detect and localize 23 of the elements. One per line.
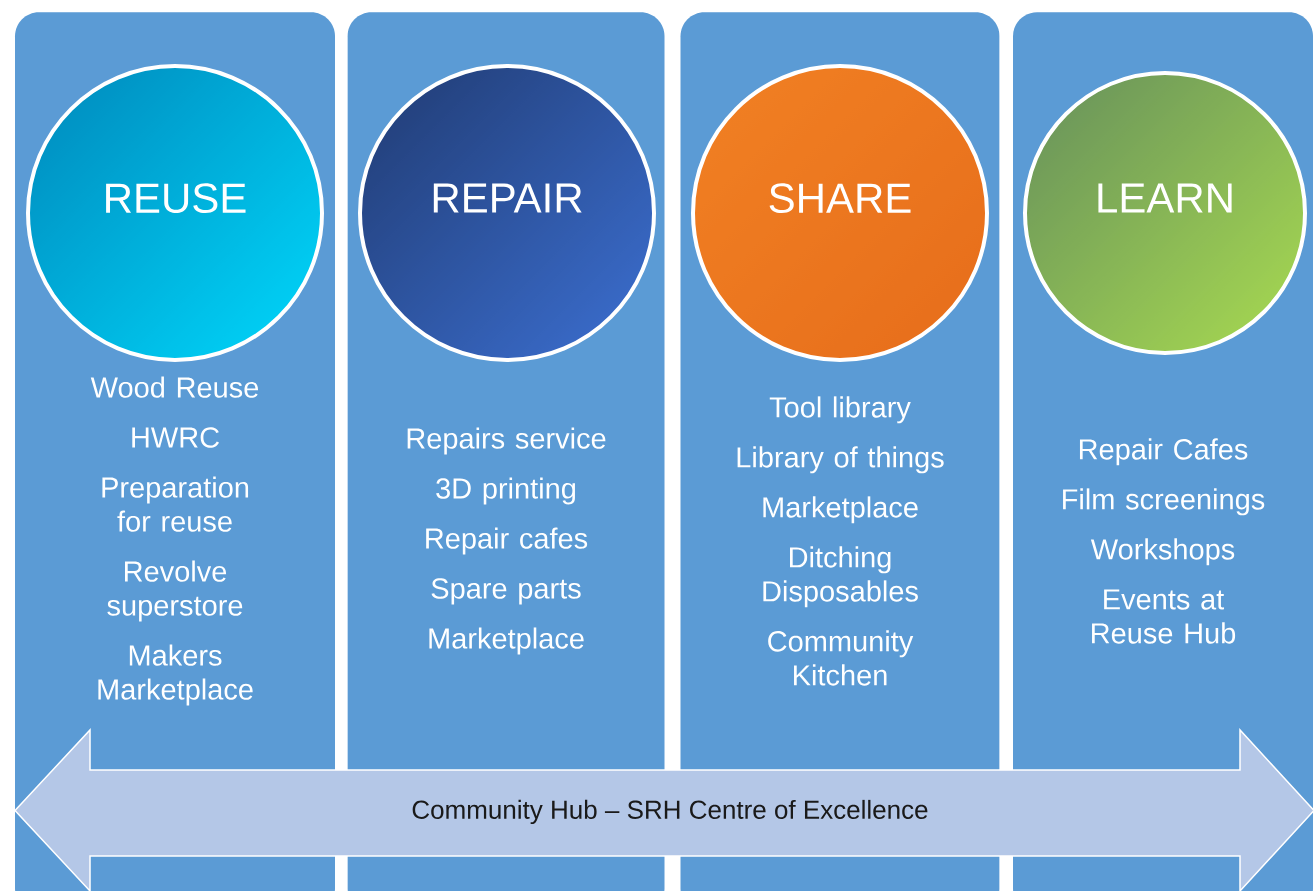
node-label: Repairs service [407, 427, 606, 455]
node-label: Wood Reuse [90, 376, 259, 398]
node-label: Preparation for reuse [102, 476, 249, 532]
node-label: Repair Cafes [1079, 438, 1248, 466]
node-label: 3D printing [436, 477, 576, 505]
item-list: Wood Reuse HWRC Preparation for reuse Revolve superstore Makers Marketplace [90, 376, 259, 706]
node-label: Events at Reuse Hub [1092, 589, 1236, 644]
node-label: Ditching Disposables [763, 546, 918, 608]
node-label: Spare parts [431, 578, 581, 605]
node-label: HWRC [132, 427, 219, 448]
node-label: Marketplace [429, 627, 584, 655]
node-label: Repair cafes [426, 527, 588, 555]
item-list: Tool library Library of things Marketplace Ditching Disposables Community Kitchen [737, 396, 944, 686]
node-label: Film screenings [1063, 488, 1265, 516]
node-label: Marketplace [763, 496, 918, 524]
node-label: Library of things [737, 446, 944, 474]
item-list: Repairs service 3D printing Repair cafes Spare parts Marketplace [407, 427, 606, 655]
node-label: Revolve superstore [107, 560, 243, 622]
node-label: Tool library [769, 396, 911, 424]
node-label: Workshops [1090, 538, 1235, 566]
item-list: Repair Cafes Film screenings Workshops Events at Reuse Hub [1063, 438, 1265, 644]
node-label: Community Kitchen [768, 630, 914, 686]
node-label: Makers Marketplace [98, 644, 253, 706]
